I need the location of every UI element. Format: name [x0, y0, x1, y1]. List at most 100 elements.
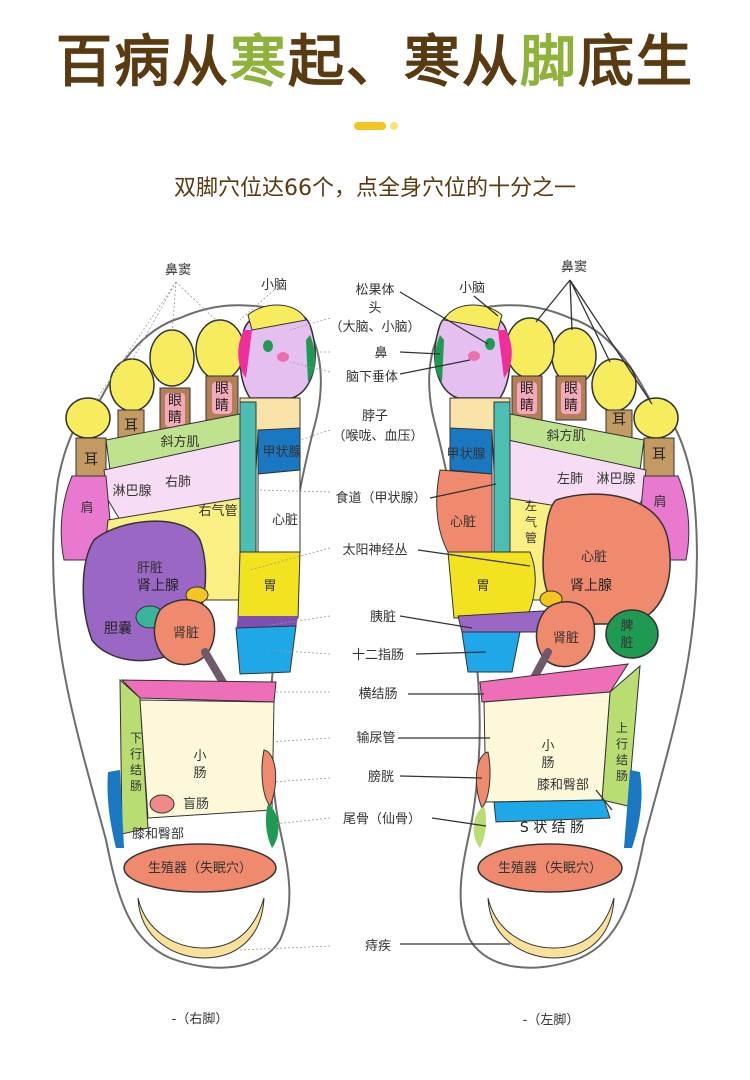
rf-trapezius: 斜方肌 [160, 434, 199, 450]
lf-spleen-2: 脏 [620, 636, 633, 651]
rf-colon-desc-1: 下 [130, 731, 142, 745]
label-bladder: 膀胱 [368, 769, 394, 785]
lf-bronchus-2: 气 [525, 514, 537, 529]
lf-small-intestine-2: 肠 [541, 756, 554, 771]
lf-bronchus-3: 管 [525, 530, 537, 545]
rf-ear-1: 耳 [84, 452, 98, 468]
lf-shoulder: 肩 [653, 494, 666, 510]
lf-colon-asc-1: 上 [616, 721, 628, 735]
lf-eye-1b: 睛 [520, 398, 534, 414]
left-foot [428, 304, 698, 969]
lf-lymph: 淋巴腺 [596, 472, 635, 487]
label-pancreas: 胰脏 [370, 610, 396, 625]
rf-lung: 右肺 [165, 475, 191, 490]
right-head-side [238, 330, 252, 378]
decorative-dots [354, 122, 398, 130]
right-stomach-zone [237, 551, 301, 619]
left-toe-5 [633, 397, 679, 439]
lf-spleen-1: 脾 [620, 619, 633, 634]
rf-gallbladder: 胆囊 [104, 620, 132, 637]
lf-knee-hip: 膝和臀部 [537, 778, 589, 793]
left-head-side [498, 330, 512, 378]
left-small-intestine-zone [483, 691, 611, 803]
right-toe-3 [149, 329, 195, 387]
rf-liver: 肝脏 [137, 561, 163, 576]
lf-thyroid: 甲状腺 [446, 447, 485, 462]
rf-small-intestine-2: 肠 [193, 766, 206, 781]
label-ureter: 输尿管 [356, 730, 395, 746]
right-knee-patch [107, 770, 124, 848]
rf-kidney: 肾脏 [173, 626, 199, 641]
rf-eye-1b: 睛 [168, 410, 182, 426]
label-neck: 脖子 [362, 408, 388, 424]
left-pituitary-dot [468, 351, 480, 361]
right-toe-2 [195, 319, 245, 381]
right-hemorrhoid-zone [137, 897, 265, 959]
rf-thyroid: 甲状腺 [262, 445, 301, 460]
label-neck-sub: （喉咙、血压） [332, 429, 423, 444]
label-nose: 鼻 [374, 345, 387, 361]
label-head-sub: （大脑、小脑） [329, 320, 420, 335]
left-nose-side [434, 335, 444, 382]
left-foot-labels: 鼻窦 小脑 耳 耳 眼 睛 眼 睛 斜方肌 左肺 淋巴腺 肩 左 气 管 甲状腺… [446, 259, 666, 1028]
right-genital-zone [123, 843, 277, 893]
lf-colon-asc-4: 肠 [616, 769, 628, 783]
lf-bronchus-1: 左 [525, 498, 537, 513]
label-pituitary: 脑下垂体 [346, 370, 398, 385]
label-coccyx: 尾骨（仙骨） [343, 812, 421, 827]
lf-ear-2: 耳 [612, 412, 626, 428]
center-labels: 松果体 头 （大脑、小脑） 鼻 脑下垂体 脖子 （喉咙、血压） 食道（甲状腺） … [329, 283, 426, 954]
solid-leader-lines [398, 279, 653, 945]
lf-eye-1: 眼 [520, 381, 534, 397]
rf-small-intestine-1: 小 [193, 749, 206, 764]
accent-dot [390, 122, 398, 130]
lf-heart: 心脏 [581, 550, 607, 565]
left-thyroid-zone [449, 427, 493, 475]
lf-genital: 生殖器（失眠穴） [498, 860, 602, 876]
accent-bar [354, 122, 386, 130]
left-esophagus-zone [493, 401, 511, 553]
rf-appendix: 盲肠 [183, 796, 209, 812]
rf-shoulder: 肩 [80, 500, 93, 516]
label-hemorrhoid: 痔疾 [365, 938, 391, 954]
label-esophagus: 食道（甲状腺） [335, 490, 426, 506]
left-eye-zone-1-inner [517, 382, 537, 414]
rf-heart: 心脏 [272, 513, 298, 528]
lf-kidney: 肾脏 [553, 631, 579, 646]
lf-sinus: 鼻窦 [561, 259, 587, 275]
right-foot [52, 304, 322, 969]
right-appendix-zone [149, 794, 175, 814]
right-nose-side [306, 335, 316, 382]
left-genital-zone [477, 843, 623, 893]
right-toe-4 [109, 358, 155, 412]
right-cerebellum-zone [247, 304, 307, 331]
lf-ear-1: 耳 [652, 447, 666, 463]
rf-lymph: 淋巴腺 [112, 484, 151, 499]
right-heart-zone [257, 469, 301, 553]
right-coccyx-zone [265, 804, 279, 848]
rf-caption: -（右脚） [172, 1011, 229, 1027]
rf-stomach: 胃 [263, 579, 276, 594]
lf-small-intestine-1: 小 [541, 739, 554, 754]
lf-adrenal: 肾上腺 [570, 578, 612, 594]
right-eye-zone-2-inner [212, 382, 232, 414]
lf-cerebellum: 小脑 [459, 281, 485, 296]
left-cerebellum-zone [443, 304, 503, 331]
left-spleen-zone [605, 609, 659, 659]
right-eye-zone-1-inner [165, 393, 185, 427]
right-esophagus-zone [239, 401, 257, 553]
lf-eye-2b: 睛 [564, 398, 578, 414]
right-ear-zone-1 [75, 437, 107, 477]
left-stomach-zone [447, 551, 536, 619]
rf-adrenal: 肾上腺 [137, 578, 179, 594]
lf-lung: 左肺 [557, 472, 583, 487]
rf-bronchus: 右气管 [198, 503, 237, 519]
lf-heart-inner: 心脏 [450, 515, 476, 530]
left-toe-2 [505, 317, 555, 379]
lf-colon-asc-3: 结 [616, 753, 628, 767]
lf-stomach: 胃 [476, 579, 489, 594]
left-transverse-colon-zone [479, 663, 629, 703]
subtitle: 双脚穴位达66个，点全身穴位的十分之一 [174, 176, 576, 201]
label-transverse-colon: 横结肠 [358, 687, 397, 702]
